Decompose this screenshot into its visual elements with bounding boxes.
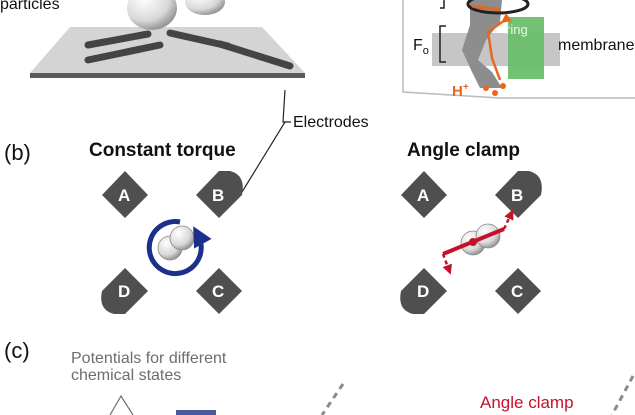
electrode-stage bbox=[30, 27, 305, 78]
torque-electrode-a bbox=[102, 171, 148, 218]
proton-label: H+ bbox=[452, 82, 469, 100]
torque-electrode-d bbox=[101, 268, 148, 314]
membrane-label: membrane bbox=[558, 37, 635, 54]
constant-torque-title: Constant torque bbox=[89, 140, 236, 161]
clamp-arrow-up-icon bbox=[502, 209, 514, 230]
panel-c-label: (c) bbox=[4, 338, 30, 363]
clamp-arrow-down-icon bbox=[441, 253, 452, 275]
torque-electrode-c-label: C bbox=[212, 282, 225, 301]
torque-electrode-c bbox=[196, 268, 242, 314]
electrodes-leader-to-b bbox=[241, 121, 286, 193]
torque-electrode-b-label: B bbox=[212, 186, 225, 205]
electrodes-label: Electrodes bbox=[293, 114, 369, 131]
dashed-divider-right bbox=[610, 375, 635, 415]
clamp-electrode-d-label: D bbox=[417, 282, 430, 301]
blue-curve-fragment bbox=[176, 410, 216, 415]
panel-b-label: (b) bbox=[4, 140, 31, 165]
potentials-annotation-line2: chemical states bbox=[71, 367, 182, 384]
dashed-divider-left bbox=[320, 383, 345, 415]
torque-electrode-d-label: D bbox=[118, 282, 131, 301]
clamped-beads bbox=[441, 209, 514, 275]
potentials-annotation: Potentials for different chemical states bbox=[71, 350, 226, 384]
ring-label: ring bbox=[506, 22, 528, 37]
torque-electrode-a-label: A bbox=[118, 186, 131, 205]
rotation-arrow-icon bbox=[146, 219, 212, 277]
clamp-electrode-c-label: C bbox=[511, 282, 524, 301]
fo-label: Fo bbox=[413, 37, 429, 58]
clamp-electrode-b bbox=[495, 171, 542, 218]
clamp-electrode-a bbox=[401, 171, 447, 218]
torque-electrode-b bbox=[196, 171, 243, 218]
potential-curve-hint bbox=[109, 394, 134, 415]
fo-motor-inset bbox=[402, 0, 635, 99]
particles-label: particles bbox=[0, 0, 60, 13]
particles-beads bbox=[127, 0, 225, 30]
rotating-beads bbox=[146, 219, 212, 277]
clamp-electrode-d bbox=[400, 268, 447, 314]
clamp-electrode-b-label: B bbox=[511, 186, 524, 205]
angle-clamp-curve-label: Angle clamp bbox=[480, 393, 574, 412]
electrodes-leader-line bbox=[282, 89, 291, 123]
potentials-annotation-line1: Potentials for different bbox=[71, 350, 227, 367]
clamp-electrode-c bbox=[495, 268, 541, 314]
angle-clamp-title: Angle clamp bbox=[407, 140, 520, 161]
clamp-electrode-a-label: A bbox=[417, 186, 430, 205]
